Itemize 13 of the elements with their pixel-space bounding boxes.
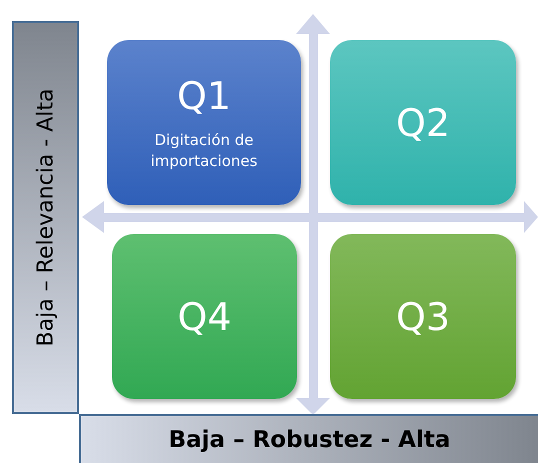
axis-title: Baja – Robustez - Alta: [168, 426, 450, 452]
quadrant-box: [112, 234, 297, 399]
quadrant-title: Q2: [396, 100, 450, 144]
quadrant-box: [330, 40, 516, 205]
quadrant-title: Q1: [176, 74, 232, 118]
axis-band: [12, 21, 79, 414]
quadrant-title: Q4: [177, 294, 232, 338]
axis-band: [79, 414, 538, 463]
quadrant-box: [107, 40, 301, 205]
quadrant-description: Digitación de importaciones: [150, 130, 258, 172]
quadrant-title: Q3: [396, 294, 450, 338]
axis-title: Baja – Relevancia - Alta: [33, 88, 58, 346]
quadrant-box: [330, 234, 516, 399]
